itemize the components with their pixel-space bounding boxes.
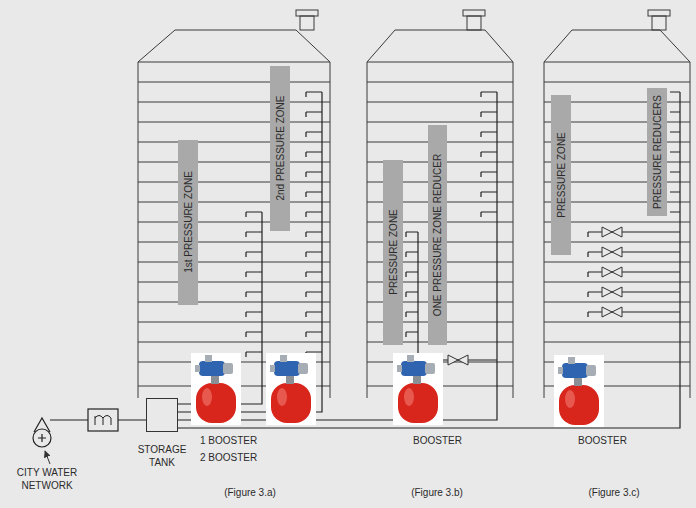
zone-label: PRESSURE REDUCERS	[652, 95, 663, 209]
chimney	[300, 16, 314, 30]
chimney-cap	[463, 10, 485, 16]
branch-stubs	[246, 212, 262, 357]
pressure-reducer	[602, 247, 622, 257]
booster-pump	[191, 353, 241, 425]
pressure-reducer	[448, 355, 468, 365]
tank-label: STORAGE TANK	[134, 443, 190, 469]
branch-stubs	[670, 92, 680, 212]
booster-pump	[554, 355, 604, 427]
figure-caption: (Figure 3.c)	[588, 486, 639, 499]
chimney	[467, 16, 481, 30]
water-meter	[88, 409, 118, 431]
chimney	[652, 16, 666, 30]
riser-pipe	[178, 92, 680, 428]
pressure-band: PRESSURE ZONE	[551, 95, 571, 255]
pressure-band: 2nd PRESSURE ZONE	[270, 66, 290, 231]
building-outline	[138, 30, 330, 398]
booster-pump	[266, 353, 316, 425]
zone-label: PRESSURE ZONE	[556, 132, 567, 218]
booster-label: 1 BOOSTER	[200, 434, 257, 447]
reducer-branches	[588, 232, 680, 317]
building-outline	[367, 30, 513, 398]
pressure-band: 1st PRESSURE ZONE	[178, 140, 198, 305]
booster-label: BOOSTER	[578, 434, 627, 447]
floor-lines	[367, 62, 513, 386]
pressure-reducer	[602, 307, 622, 317]
branch-stubs	[481, 92, 497, 217]
meter-glyph	[95, 416, 111, 426]
booster-pump	[393, 353, 443, 425]
source-label: CITY WATER NETWORK	[12, 466, 82, 492]
pressure-reducer	[602, 227, 622, 237]
pressure-reducer	[602, 287, 622, 297]
floor-lines	[138, 62, 330, 386]
chimney-cap	[648, 10, 670, 16]
floor-lines	[544, 62, 690, 386]
booster-label: BOOSTER	[413, 434, 462, 447]
pump-symbol	[34, 418, 50, 442]
building-outline	[544, 30, 690, 398]
branch-stubs	[406, 232, 418, 337]
pressure-reducer	[602, 267, 622, 277]
booster-label: 2 BOOSTER	[200, 451, 257, 464]
leader-arrow	[45, 451, 50, 464]
zone-label: 1st PRESSURE ZONE	[183, 171, 194, 273]
pressure-band: PRESSURE ZONE	[383, 160, 403, 345]
figure-caption: (Figure 3.b)	[411, 486, 463, 499]
storage-tank: STORAGE TANK	[146, 398, 178, 432]
pressure-band: PRESSURE REDUCERS	[647, 88, 667, 216]
pressure-band: ONE PRESSURE ZONE REDUCER	[428, 125, 447, 345]
zone-label: 2nd PRESSURE ZONE	[275, 95, 286, 200]
branch-stubs	[306, 92, 322, 357]
chimney-cap	[296, 10, 318, 16]
figure-caption: (Figure 3.a)	[224, 486, 276, 499]
zone-label: PRESSURE ZONE	[388, 209, 399, 295]
zone-label: ONE PRESSURE ZONE REDUCER	[432, 154, 443, 316]
